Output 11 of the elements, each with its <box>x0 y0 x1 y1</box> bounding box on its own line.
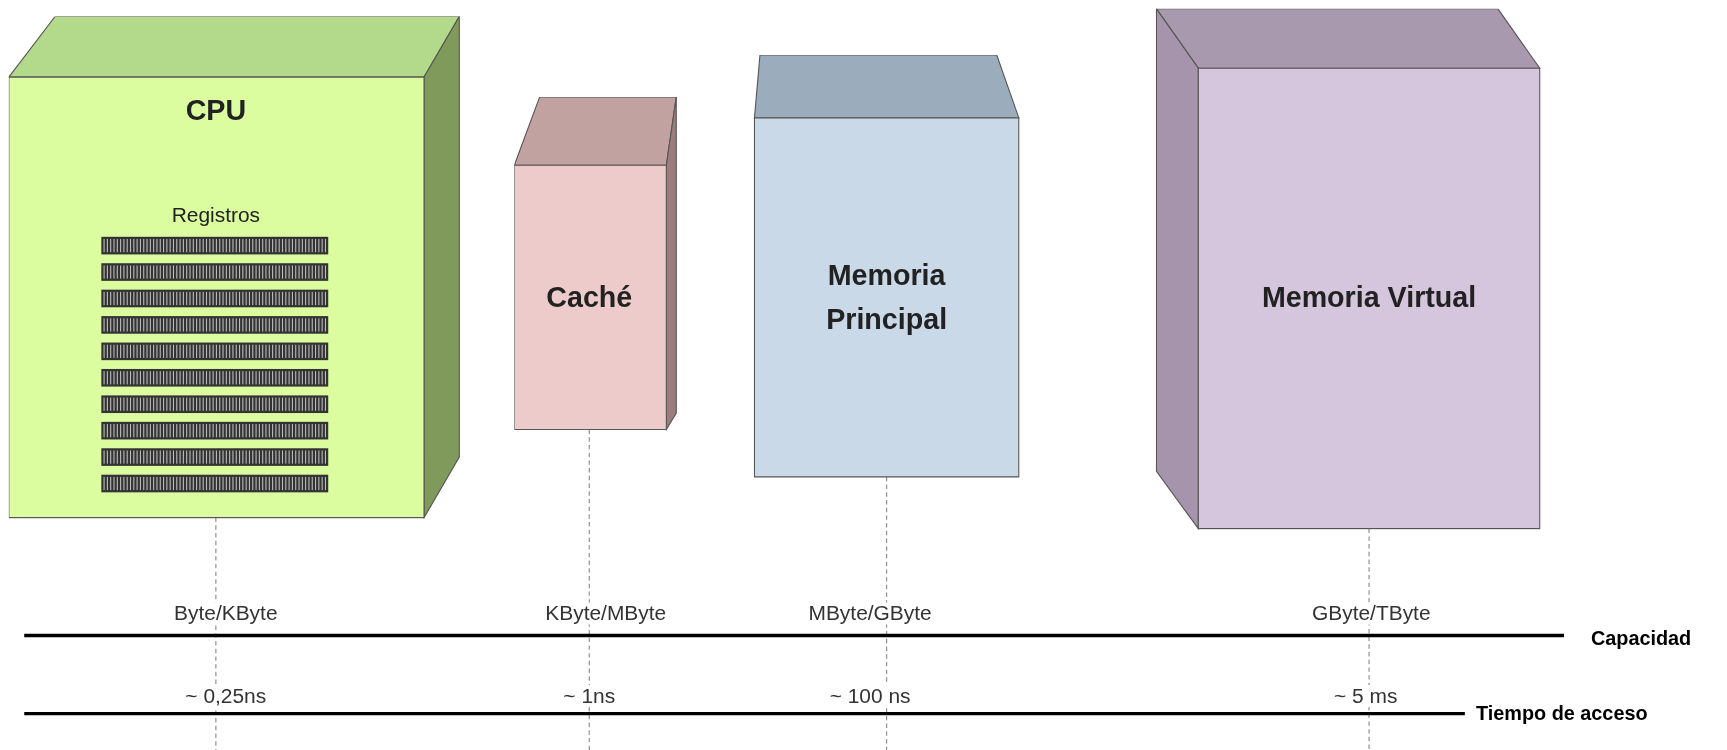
box-title: CPU <box>185 93 247 128</box>
value-label: ~ 0,25ns <box>183 685 269 708</box>
value-label: ~ 100 ns <box>827 685 913 708</box>
box-title: Caché <box>546 280 633 315</box>
box-title: Memoria Virtual <box>1261 280 1477 315</box>
box-title: Memoria Principal <box>825 257 949 338</box>
value-label: ~ 5 ms <box>1331 685 1400 708</box>
axis-label: Tiempo de acceso <box>1475 702 1649 725</box>
register-label: Registros <box>171 203 261 228</box>
value-label: KByte/MByte <box>543 602 669 625</box>
axis-label: Capacidad <box>1589 627 1693 650</box>
